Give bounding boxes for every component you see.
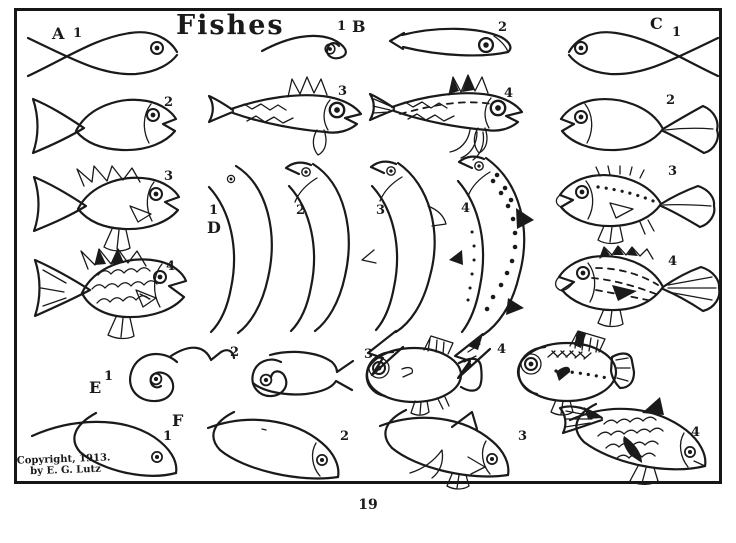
fish-f-step3 (378, 408, 510, 490)
fish-d-step1 (207, 164, 273, 335)
fish-d-step3 (361, 160, 447, 377)
step-number-a3: 3 (164, 169, 174, 184)
step-number-d3: 3 (376, 203, 386, 218)
fish-a-step4 (33, 248, 188, 340)
fish-c-step1 (567, 31, 720, 78)
section-d-label: D (207, 218, 221, 237)
step-number-e4: 4 (497, 342, 507, 357)
page-border (14, 8, 722, 484)
step-number-f2: 2 (340, 429, 350, 444)
step-number-d4: 4 (461, 201, 471, 216)
section-c-label: C (650, 14, 663, 33)
fish-c-step2 (559, 98, 719, 155)
step-number-e1: 1 (104, 369, 114, 384)
fish-c-step3 (555, 165, 716, 245)
section-b-label: B (352, 17, 366, 36)
step-number-d1: 1 (209, 203, 219, 218)
step-number-d2: 2 (296, 203, 306, 218)
fish-b-step2 (388, 27, 512, 57)
fish-e-step1 (129, 346, 236, 403)
step-number-a4: 4 (166, 259, 176, 274)
fish-a-step3 (32, 165, 181, 252)
fish-e-step4 (516, 330, 636, 416)
fish-a-step2 (31, 97, 178, 155)
step-number-e2: 2 (230, 345, 240, 360)
step-number-b3: 3 (338, 84, 348, 99)
step-number-a2: 2 (164, 95, 174, 110)
fish-d-step4 (449, 155, 534, 380)
fish-e-step2 (251, 350, 355, 398)
fish-b-step4 (368, 74, 524, 161)
fish-b-step1 (260, 34, 347, 60)
page-title: Fishes (176, 10, 285, 41)
step-number-c4: 4 (668, 254, 678, 269)
fish-c-step4 (554, 245, 721, 328)
fish-a-step1 (26, 31, 179, 78)
section-e-label: E (89, 378, 102, 397)
step-number-f4: 4 (691, 425, 701, 440)
step-number-b2: 2 (498, 20, 508, 35)
fish-e-step3 (365, 335, 483, 416)
fish-b-step3 (207, 76, 363, 156)
page-number: 19 (358, 497, 378, 513)
fish-f-step2 (206, 410, 340, 480)
step-number-b4: 4 (504, 86, 514, 101)
step-number-b1: 1 (337, 19, 347, 34)
step-number-c1: 1 (672, 25, 682, 40)
section-f-label: F (172, 411, 184, 430)
fish-f-step1 (30, 411, 178, 477)
step-number-c2: 2 (666, 93, 676, 108)
fish-f-step4 (558, 397, 707, 486)
fish-d-step2 (284, 161, 350, 333)
step-number-e3: 3 (364, 347, 374, 362)
step-number-a1: 1 (73, 26, 83, 41)
step-number-f3: 3 (518, 429, 528, 444)
copyright-note: Copyright, 1913. by E. G. Lutz (17, 452, 111, 477)
step-number-f1: 1 (163, 429, 173, 444)
section-a-label: A (52, 24, 65, 43)
step-number-c3: 3 (668, 164, 678, 179)
